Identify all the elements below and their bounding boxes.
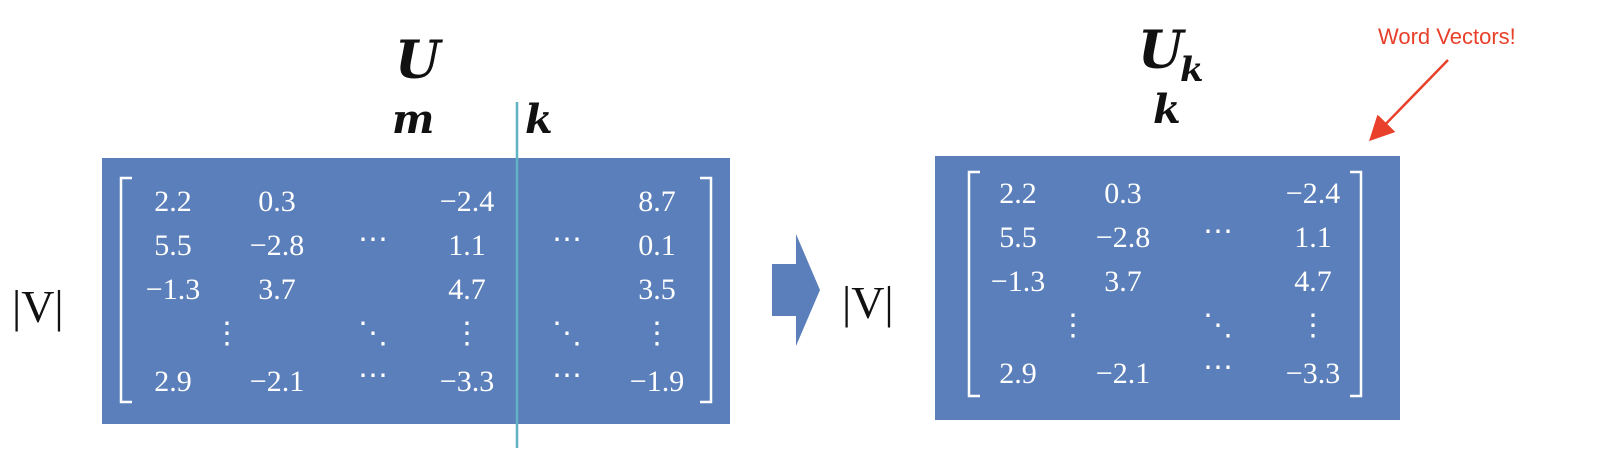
right-cell-r4c0: 2.9	[999, 357, 1037, 390]
left-cell-r1c4: ⋯	[552, 223, 582, 256]
right-cell-r0c1: 0.3	[1104, 177, 1142, 210]
left-cell-r4c1: −2.1	[249, 365, 305, 398]
left-cell-r1c2: ⋯	[358, 223, 388, 256]
right-cell-r3c1: ⋮	[1058, 309, 1088, 342]
right-row-label: |V|	[842, 277, 894, 328]
right-cell-r0c3: −2.4	[1285, 177, 1341, 210]
left-cell-r2c0: −1.3	[145, 273, 201, 306]
left-cell-r4c4: ⋯	[552, 359, 582, 392]
left-cell-r1c0: 5.5	[154, 229, 192, 262]
right-matrix-bracket-left	[967, 170, 980, 398]
right-matrix-bracket-right	[1350, 170, 1363, 398]
right-cell-r4c2: ⋯	[1203, 351, 1233, 384]
left-row-label: |V|	[12, 281, 64, 332]
left-matrix-bracket-right	[700, 176, 713, 404]
left-cell-r2c1: 3.7	[258, 273, 296, 306]
k-divider-line	[515, 102, 519, 448]
left-label-m: m	[392, 96, 435, 143]
annotation-arrow-icon	[1369, 59, 1449, 142]
right-cell-r1c0: 5.5	[999, 221, 1037, 254]
right-cell-r4c1: −2.1	[1095, 357, 1151, 390]
left-matrix-bracket-left	[119, 176, 132, 404]
right-cell-r2c0: −1.3	[990, 265, 1046, 298]
word-vectors-annotation: Word Vectors!	[1378, 24, 1516, 49]
left-cell-r3c2: ⋱	[358, 317, 388, 350]
left-matrix-box	[102, 158, 730, 424]
right-cell-r2c3: 4.7	[1294, 265, 1332, 298]
left-cell-r4c0: 2.9	[154, 365, 192, 398]
right-title-subscript: k	[1180, 50, 1204, 90]
left-cell-r1c5: 0.1	[638, 229, 676, 262]
left-cell-r0c1: 0.3	[258, 185, 296, 218]
left-title: U	[395, 30, 441, 91]
right-cell-r3c3: ⋮	[1298, 309, 1328, 342]
left-cell-r2c3: 4.7	[448, 273, 486, 306]
left-cell-r0c3: −2.4	[439, 185, 495, 218]
left-cell-r4c3: −3.3	[439, 365, 495, 398]
right-cell-r1c2: ⋯	[1203, 215, 1233, 248]
right-cell-r0c0: 2.2	[999, 177, 1037, 210]
left-cell-r2c5: 3.5	[638, 273, 676, 306]
transform-arrow-icon	[772, 234, 820, 346]
left-cell-r3c1: ⋮	[212, 317, 242, 350]
left-cell-r4c2: ⋯	[358, 359, 388, 392]
right-matrix-box	[935, 156, 1400, 420]
left-cell-r3c3: ⋮	[452, 317, 482, 350]
left-cell-r4c5: −1.9	[629, 365, 685, 398]
right-cell-r1c1: −2.8	[1095, 221, 1151, 254]
left-cell-r1c3: 1.1	[448, 229, 486, 262]
right-title: U	[1138, 20, 1184, 81]
right-cell-r1c3: 1.1	[1294, 221, 1332, 254]
right-label-k: k	[1153, 86, 1181, 133]
left-cell-r3c5: ⋮	[642, 317, 672, 350]
right-cell-r4c3: −3.3	[1285, 357, 1341, 390]
left-cell-r0c0: 2.2	[154, 185, 192, 218]
right-cell-r3c2: ⋱	[1203, 309, 1233, 342]
left-cell-r0c5: 8.7	[638, 185, 676, 218]
left-cell-r3c4: ⋱	[552, 317, 582, 350]
left-label-k: k	[525, 96, 553, 143]
left-cell-r1c1: −2.8	[249, 229, 305, 262]
right-cell-r2c1: 3.7	[1104, 265, 1142, 298]
